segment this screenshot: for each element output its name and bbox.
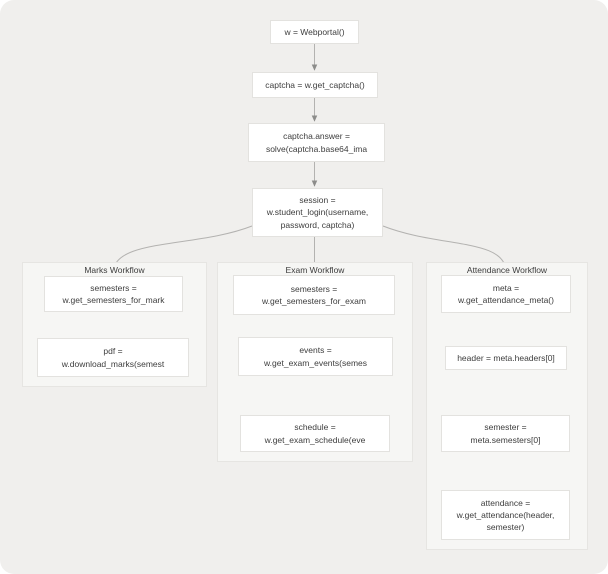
group-title-marks: Marks Workflow bbox=[84, 265, 145, 275]
node-webportal: w = Webportal() bbox=[270, 20, 359, 44]
node-attendance-semester: semester = meta.semesters[0] bbox=[441, 415, 570, 452]
node-get-captcha: captcha = w.get_captcha() bbox=[252, 72, 378, 98]
node-exam-schedule: schedule = w.get_exam_schedule(eve bbox=[240, 415, 390, 452]
group-title-exam: Exam Workflow bbox=[285, 265, 345, 275]
node-student-login: session = w.student_login(username, pass… bbox=[252, 188, 383, 237]
node-exam-events: events = w.get_exam_events(semes bbox=[238, 337, 393, 376]
node-attendance-header: header = meta.headers[0] bbox=[445, 346, 567, 370]
node-attendance-meta: meta = w.get_attendance_meta() bbox=[441, 275, 571, 313]
node-attendance-result: attendance = w.get_attendance(header, se… bbox=[441, 490, 570, 540]
group-title-attendance: Attendance Workflow bbox=[466, 265, 548, 275]
node-marks-semesters: semesters = w.get_semesters_for_mark bbox=[44, 276, 183, 312]
node-solve-captcha: captcha.answer = solve(captcha.base64_im… bbox=[248, 123, 385, 162]
node-exam-semesters: semesters = w.get_semesters_for_exam bbox=[233, 275, 395, 315]
node-marks-pdf: pdf = w.download_marks(semest bbox=[37, 338, 189, 377]
